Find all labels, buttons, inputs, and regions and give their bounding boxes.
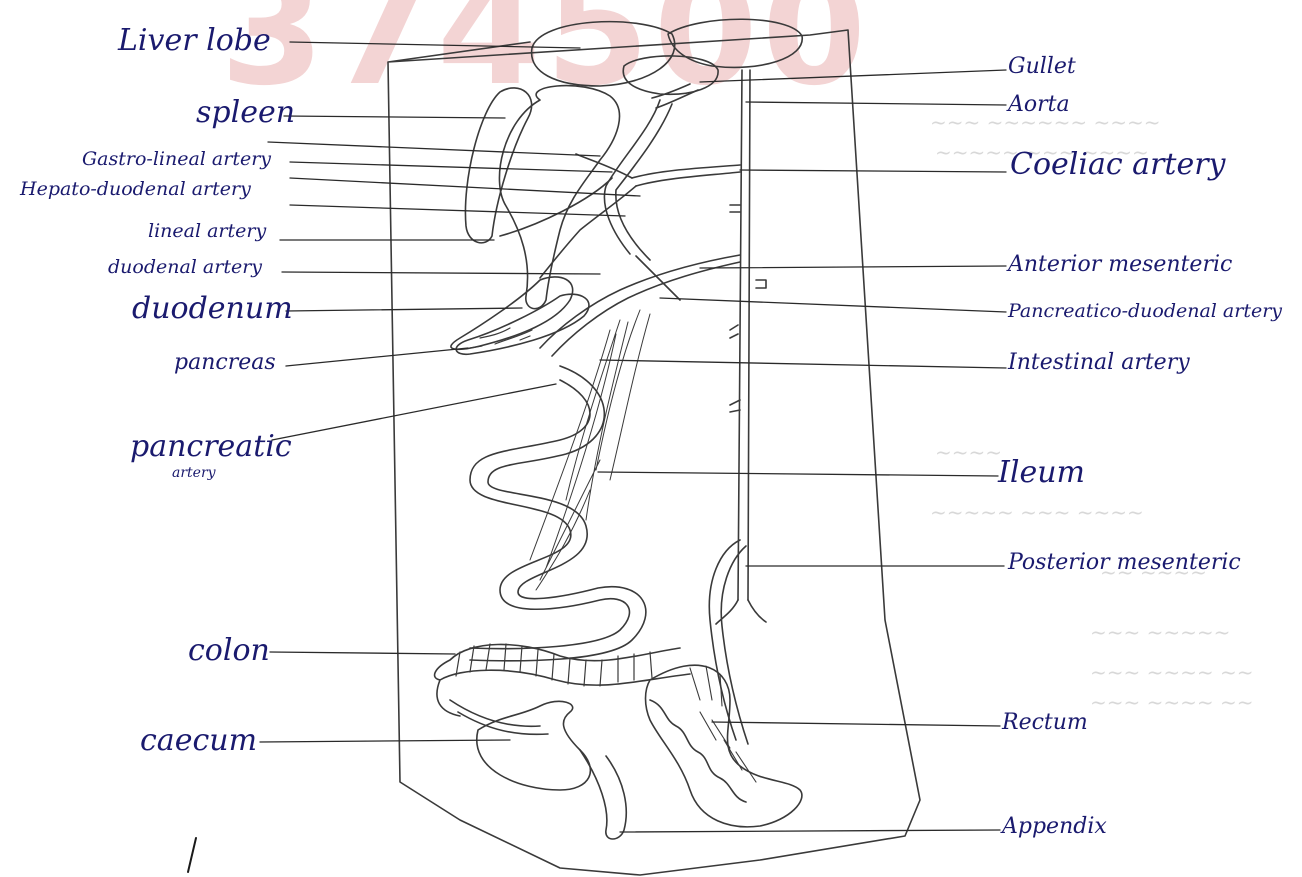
rectum-outer (646, 665, 802, 827)
aorta-side-branches (730, 205, 766, 412)
label-pancreatico-duodenal-artery: Pancreatico-duodenal artery (1008, 302, 1282, 321)
label-duodenal-artery: duodenal artery (108, 258, 262, 277)
body-outline (388, 30, 920, 875)
label-gullet: Gullet (1008, 56, 1076, 78)
label-liver-lobe: Liver lobe (118, 26, 271, 56)
liver-lobe (532, 22, 675, 86)
leader-lines (260, 42, 1006, 832)
label-caecum: caecum (140, 726, 257, 756)
label-pancreas: pancreas (174, 352, 276, 374)
label-intestinal-artery: Intestinal artery (1008, 352, 1190, 374)
label-aorta: Aorta (1008, 94, 1070, 116)
anterior-mesenteric-artery (540, 255, 740, 356)
label-duodenum: duodenum (132, 294, 293, 324)
liver-lobe (623, 56, 718, 94)
pancreas-lobules (470, 328, 532, 348)
label-pancreatic-artery: artery (172, 466, 216, 480)
label-pancreatic: pancreatic (130, 432, 292, 462)
label-spleen: spleen (196, 98, 295, 128)
stomach (499, 86, 619, 309)
coeliac-artery (632, 165, 740, 186)
pancreatico-duodenal-artery (636, 256, 680, 300)
label-posterior-mesenteric: Posterior mesenteric (1008, 552, 1241, 574)
label-rectum: Rectum (1002, 712, 1088, 734)
label-colon: colon (188, 636, 270, 666)
ileum-outer (470, 380, 629, 649)
mesenteric-vessels (530, 310, 650, 590)
label-anterior-mesenteric: Anterior mesenteric (1008, 254, 1232, 276)
pen-mark (188, 838, 196, 872)
spleen (465, 88, 531, 243)
appendix (580, 750, 626, 839)
label-ileum: Ileum (998, 458, 1085, 488)
ileum-inner (470, 366, 646, 661)
rectum-rings (690, 666, 756, 782)
label-lineal-artery: lineal artery (148, 222, 266, 241)
label-coeliac-artery: Coeliac artery (1010, 150, 1226, 180)
caecum-rib (450, 700, 548, 734)
pancreas (456, 294, 589, 354)
gastro-lineal-artery (576, 154, 632, 178)
aorta (738, 70, 750, 600)
label-hepato-duodenal-artery: Hepato-duodenal artery (20, 180, 251, 199)
label-gastro-lineal-artery: Gastro-lineal artery (82, 150, 271, 169)
rectum-wave (650, 700, 746, 802)
aorta-fork (716, 600, 766, 624)
hepato-duodenal-artery (540, 186, 636, 278)
caecum (477, 701, 591, 790)
label-appendix: Appendix (1002, 816, 1107, 838)
